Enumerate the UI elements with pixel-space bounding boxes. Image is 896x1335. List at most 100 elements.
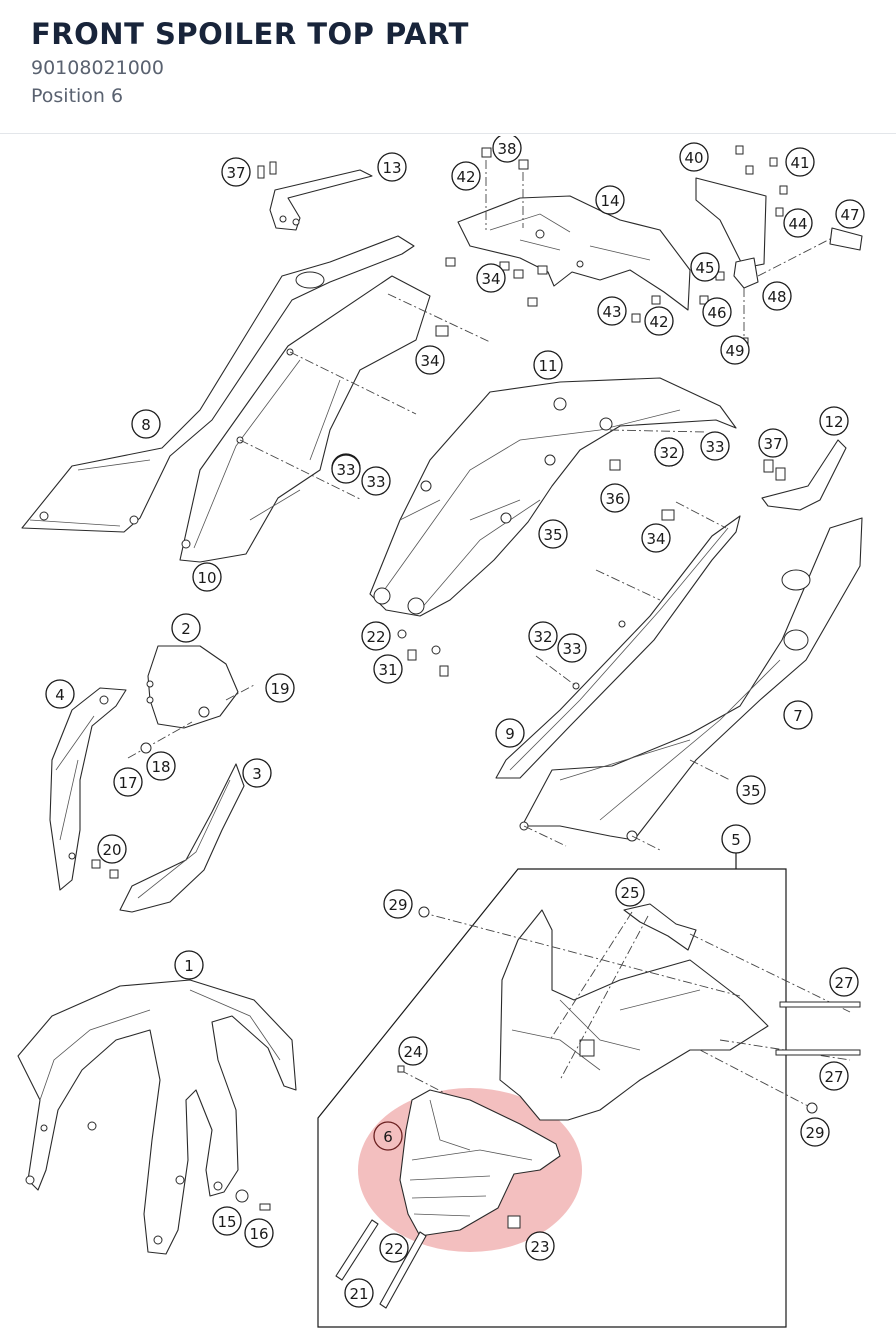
- callout-11[interactable]: 11: [533, 350, 563, 380]
- hardware-36-31: [397, 459, 621, 677]
- callout-27[interactable]: 27: [819, 1061, 849, 1091]
- callout-number: 11: [538, 357, 557, 375]
- callout-circle: [373, 1121, 403, 1151]
- callout-32[interactable]: 32: [654, 437, 684, 467]
- callout-35[interactable]: 35: [736, 775, 766, 805]
- callout-45[interactable]: 45: [690, 252, 720, 282]
- bolts-21: [335, 1219, 427, 1309]
- callout-13[interactable]: 13: [377, 152, 407, 182]
- callout-21[interactable]: 21: [344, 1278, 374, 1308]
- callout-number: 14: [600, 192, 619, 210]
- callout-38[interactable]: 38: [492, 136, 522, 163]
- callout-7[interactable]: 7: [783, 700, 813, 730]
- callout-4[interactable]: 4: [45, 679, 75, 709]
- callout-22[interactable]: 22: [379, 1233, 409, 1263]
- callout-42[interactable]: 42: [451, 161, 481, 191]
- callout-35[interactable]: 35: [538, 519, 568, 549]
- callout-number: 5: [731, 831, 741, 849]
- callout-circle: [557, 633, 587, 663]
- callout-circle: [97, 834, 127, 864]
- callout-number: 40: [684, 149, 703, 167]
- callout-circle: [398, 1036, 428, 1066]
- callout-22[interactable]: 22: [361, 621, 391, 651]
- callout-34[interactable]: 34: [641, 523, 671, 553]
- callout-31[interactable]: 31: [373, 654, 403, 684]
- callout-2[interactable]: 2: [171, 613, 201, 643]
- callout-14[interactable]: 14: [595, 185, 625, 215]
- callout-48[interactable]: 48: [762, 281, 792, 311]
- callout-25[interactable]: 25: [615, 877, 645, 907]
- page-title: FRONT SPOILER TOP PART: [31, 17, 469, 51]
- callout-34[interactable]: 34: [476, 263, 506, 293]
- callout-33[interactable]: 33: [331, 454, 361, 484]
- callout-47[interactable]: 47: [835, 199, 865, 229]
- callout-43[interactable]: 43: [597, 296, 627, 326]
- callout-49[interactable]: 49: [720, 335, 750, 365]
- callout-circle: [595, 185, 625, 215]
- callout-number: 10: [197, 569, 216, 587]
- callout-5[interactable]: 5: [721, 824, 751, 854]
- callout-15[interactable]: 15: [212, 1206, 242, 1236]
- washer-18: [140, 742, 152, 754]
- callout-8[interactable]: 8: [131, 409, 161, 439]
- callout-1[interactable]: 1: [174, 950, 204, 980]
- callout-29[interactable]: 29: [800, 1117, 830, 1147]
- callout-number: 46: [707, 304, 726, 322]
- bolt-27-b: [775, 1049, 861, 1056]
- callout-33[interactable]: 33: [700, 431, 730, 461]
- callout-9[interactable]: 9: [495, 718, 525, 748]
- callout-6[interactable]: 6: [373, 1121, 403, 1151]
- callout-3[interactable]: 3: [242, 758, 272, 788]
- callout-circle: [721, 824, 751, 854]
- callout-16[interactable]: 16: [244, 1218, 274, 1248]
- callout-33[interactable]: 33: [557, 633, 587, 663]
- part-5-spoiler-assembly: [499, 903, 769, 1121]
- callout-circle: [736, 775, 766, 805]
- callout-33[interactable]: 33: [361, 466, 391, 496]
- callout-36[interactable]: 36: [600, 483, 630, 513]
- callout-circle: [344, 1278, 374, 1308]
- callout-number: 37: [226, 164, 245, 182]
- callout-32[interactable]: 32: [528, 621, 558, 651]
- callout-18[interactable]: 18: [146, 751, 176, 781]
- callout-44[interactable]: 44: [783, 208, 813, 238]
- leader-6-24: [399, 1069, 521, 1133]
- callout-29[interactable]: 29: [383, 889, 413, 919]
- callout-23[interactable]: 23: [525, 1231, 555, 1261]
- callout-number: 29: [805, 1124, 824, 1142]
- callout-24[interactable]: 24: [398, 1036, 428, 1066]
- callout-circle: [538, 519, 568, 549]
- callout-number: 20: [102, 841, 121, 859]
- callout-circle: [690, 252, 720, 282]
- callout-42[interactable]: 42: [644, 306, 674, 336]
- callout-37[interactable]: 37: [758, 428, 788, 458]
- leader-5-27: [689, 933, 851, 1061]
- callout-number: 4: [55, 686, 65, 704]
- callout-circle: [379, 1233, 409, 1263]
- callout-34[interactable]: 34: [415, 345, 445, 375]
- part-2-headlight-cover: [146, 645, 239, 729]
- part-47-reflector: [757, 227, 863, 277]
- callout-19[interactable]: 19: [265, 673, 295, 703]
- callout-41[interactable]: 41: [785, 147, 815, 177]
- callout-number: 7: [793, 707, 803, 725]
- callout-37[interactable]: 37: [221, 157, 251, 187]
- part-12-bracket: [761, 439, 847, 511]
- callout-17[interactable]: 17: [113, 767, 143, 797]
- callout-circle: [783, 700, 813, 730]
- callout-12[interactable]: 12: [819, 406, 849, 436]
- callout-circle: [783, 208, 813, 238]
- callout-10[interactable]: 10: [192, 562, 222, 592]
- callout-46[interactable]: 46: [702, 297, 732, 327]
- callout-number: 9: [505, 725, 515, 743]
- callout-circle: [597, 296, 627, 326]
- callout-27[interactable]: 27: [829, 967, 859, 997]
- callout-circle: [700, 431, 730, 461]
- leader-2-19: [225, 683, 257, 701]
- part-11-tail-section: [369, 377, 737, 617]
- callout-number: 38: [497, 140, 516, 158]
- callout-20[interactable]: 20: [97, 834, 127, 864]
- callout-circle: [785, 147, 815, 177]
- callout-40[interactable]: 40: [679, 142, 709, 172]
